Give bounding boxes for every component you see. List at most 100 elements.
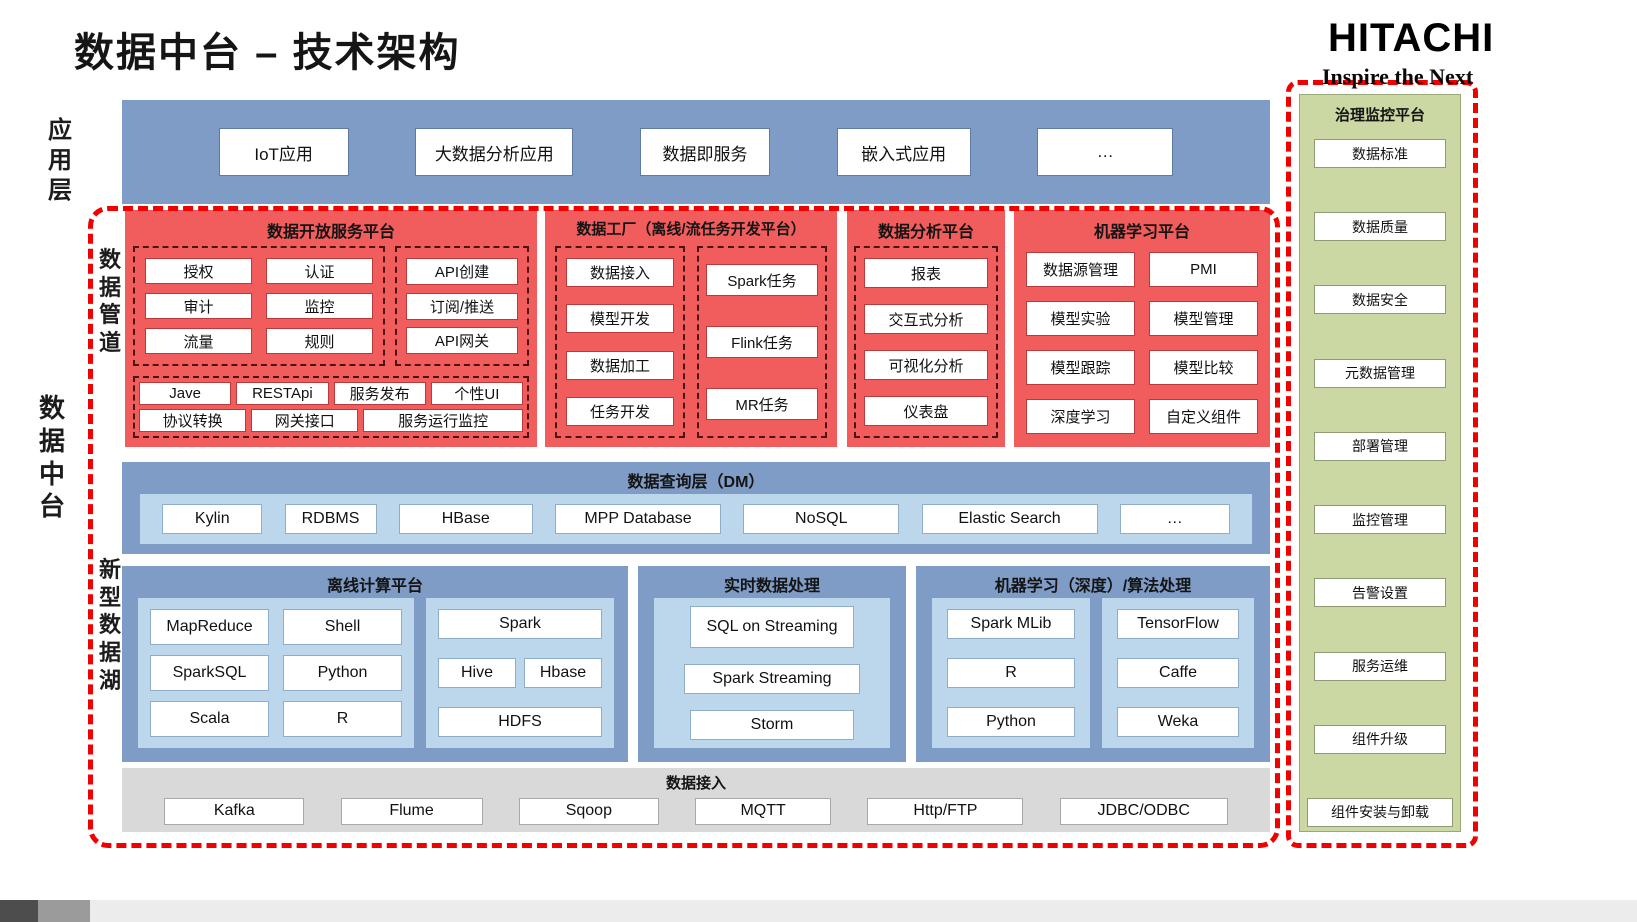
sparksql-box: SparkSQL <box>150 655 269 691</box>
open-service-platform-title: 数据开放服务平台 <box>266 224 395 241</box>
weka-box: Weka <box>1117 707 1239 737</box>
gov-data-security-box: 数据安全 <box>1314 285 1446 315</box>
mpp-database-box: MPP Database <box>555 504 721 534</box>
app-item-embedded: 嵌入式应用 <box>836 128 971 176</box>
datasource-mgmt-box: 数据源管理 <box>1026 252 1135 287</box>
authentication-box: 认证 <box>266 258 373 284</box>
task-dev-box: 任务开发 <box>566 396 674 426</box>
gov-metadata-mgmt-box: 元数据管理 <box>1314 358 1446 388</box>
governance-title: 治理监控平台 <box>1334 107 1425 124</box>
open-service-auth-group: 授权 认证 审计 监控 流量 规则 <box>133 246 385 366</box>
sqoop-box: Sqoop <box>518 797 659 825</box>
open-service-api-group: API创建 订阅/推送 API网关 <box>395 246 529 366</box>
python-ml-box: Python <box>947 707 1075 737</box>
gov-alert-setting-box: 告警设置 <box>1314 578 1446 608</box>
service-run-monitor-box: 服务运行监控 <box>363 409 523 432</box>
analysis-group: 报表 交互式分析 可视化分析 仪表盘 <box>854 246 998 438</box>
custom-component-box: 自定义组件 <box>1149 399 1258 434</box>
factory-task-group: Spark任务 Flink任务 MR任务 <box>697 246 827 438</box>
jdbc-odbc-box: JDBC/ODBC <box>1059 797 1228 825</box>
hitachi-tagline: Inspire the Next <box>1322 64 1474 89</box>
report-box: 报表 <box>864 258 988 288</box>
model-compare-box: 模型比较 <box>1149 350 1258 385</box>
monitor-box: 监控 <box>266 293 373 319</box>
mr-task-box: MR任务 <box>706 388 818 420</box>
custom-ui-box: 个性UI <box>430 382 523 405</box>
tensorflow-box: TensorFlow <box>1117 609 1239 639</box>
shell-box: Shell <box>283 609 402 645</box>
data-factory-panel: 数据工厂（离线/流任务开发平台） 数据接入 模型开发 数据加工 任务开发 Spa… <box>545 210 837 447</box>
elastic-search-box: Elastic Search <box>921 504 1098 534</box>
governance-list: 数据标准 数据质量 数据安全 元数据管理 部署管理 监控管理 告警设置 服务运维… <box>1300 125 1460 833</box>
ml-algo-title: 机器学习（深度）/算法处理 <box>994 578 1192 595</box>
gateway-row-2: 协议转换 网关接口 服务运行监控 <box>139 409 523 432</box>
hdfs-box: HDFS <box>438 707 602 737</box>
footer-gray-block <box>38 900 90 922</box>
data-analysis-title: 数据分析平台 <box>877 224 974 241</box>
mapreduce-box: MapReduce <box>150 609 269 645</box>
data-access-box: 数据接入 <box>566 258 674 287</box>
side-label-data-platform: 数据中台 <box>38 393 65 522</box>
mqtt-box: MQTT <box>695 797 832 825</box>
ml-algo-left-subpanel: Spark MLib R Python <box>932 598 1090 748</box>
spark-streaming-box: Spark Streaming <box>684 664 860 694</box>
gateway-row-1: Jave RESTApi 服务发布 个性UI <box>139 382 523 405</box>
hive-hbase-row: Hive Hbase <box>438 658 602 688</box>
hive-box: Hive <box>438 658 516 688</box>
open-service-gateway-group: Jave RESTApi 服务发布 个性UI 协议转换 网关接口 服务运行监控 <box>133 376 529 438</box>
footer-strip <box>0 900 1637 922</box>
governance-panel: 治理监控平台 数据标准 数据质量 数据安全 元数据管理 部署管理 监控管理 告警… <box>1299 94 1461 832</box>
open-service-platform-panel: 数据开放服务平台 授权 认证 审计 监控 流量 规则 API创建 订阅/推送 A… <box>125 210 537 447</box>
realtime-subpanel: SQL on Streaming Spark Streaming Storm <box>654 598 890 748</box>
query-layer-band: 数据查询层（DM） Kylin RDBMS HBase MPP Database… <box>122 462 1270 554</box>
r-box: R <box>283 701 402 737</box>
service-publish-box: 服务发布 <box>333 382 426 405</box>
app-item-daas: 数据即服务 <box>639 128 770 176</box>
caffe-box: Caffe <box>1117 658 1239 688</box>
query-layer-title: 数据查询层（DM） <box>627 474 765 491</box>
side-label-data-pipeline: 数据管道 <box>98 247 121 356</box>
ml-platform-title: 机器学习平台 <box>1093 224 1190 241</box>
query-more-box: … <box>1119 504 1230 534</box>
hbase-box: HBase <box>398 504 533 534</box>
http-ftp-box: Http/FTP <box>867 797 1024 825</box>
model-experiment-box: 模型实验 <box>1026 301 1135 336</box>
spark-box: Spark <box>438 609 602 639</box>
kylin-box: Kylin <box>162 504 263 534</box>
query-layer-inner: Kylin RDBMS HBase MPP Database NoSQL Ela… <box>140 494 1252 544</box>
gov-deploy-mgmt-box: 部署管理 <box>1314 431 1446 461</box>
model-tracking-box: 模型跟踪 <box>1026 350 1135 385</box>
subscribe-push-box: 订阅/推送 <box>406 292 518 320</box>
offline-compute-title: 离线计算平台 <box>326 578 423 595</box>
page-title: 数据中台 – 技术架构 <box>74 31 461 75</box>
gov-service-ops-box: 服务运维 <box>1314 651 1446 681</box>
ingestion-band: 数据接入 Kafka Flume Sqoop MQTT Http/FTP JDB… <box>122 768 1270 832</box>
offline-right-subpanel: Spark Hive Hbase HDFS <box>426 598 614 748</box>
gov-component-install-box: 组件安装与卸载 <box>1307 797 1453 827</box>
api-gateway-box: API网关 <box>406 327 518 354</box>
jave-box: Jave <box>139 382 232 405</box>
ml-algo-right-subpanel: TensorFlow Caffe Weka <box>1102 598 1254 748</box>
ml-grid: 数据源管理 PMI 模型实验 模型管理 模型跟踪 模型比较 深度学习 自定义组件 <box>1024 246 1260 440</box>
ml-algo-panel: 机器学习（深度）/算法处理 Spark MLib R Python Tensor… <box>916 566 1270 762</box>
restapi-box: RESTApi <box>236 382 329 405</box>
rdbms-box: RDBMS <box>284 504 377 534</box>
audit-box: 审计 <box>145 293 252 319</box>
api-create-box: API创建 <box>406 258 518 285</box>
hbase-small-box: Hbase <box>524 658 602 688</box>
scala-box: Scala <box>150 701 269 737</box>
ingestion-row: Kafka Flume Sqoop MQTT Http/FTP JDBC/ODB… <box>122 793 1270 829</box>
side-label-new-data-lake: 新型数据湖 <box>98 557 121 693</box>
ingestion-title: 数据接入 <box>665 775 726 792</box>
interactive-analysis-box: 交互式分析 <box>864 304 988 334</box>
r-lang-box: R <box>947 658 1075 688</box>
app-item-more: … <box>1037 128 1174 176</box>
pmi-box: PMI <box>1149 252 1258 287</box>
python-box: Python <box>283 655 402 691</box>
hitachi-logo: HITACHI <box>1328 16 1495 60</box>
data-process-box: 数据加工 <box>566 350 674 380</box>
factory-dev-group: 数据接入 模型开发 数据加工 任务开发 <box>555 246 685 438</box>
gov-component-upgrade-box: 组件升级 <box>1314 724 1446 754</box>
gateway-interface-box: 网关接口 <box>251 409 359 432</box>
